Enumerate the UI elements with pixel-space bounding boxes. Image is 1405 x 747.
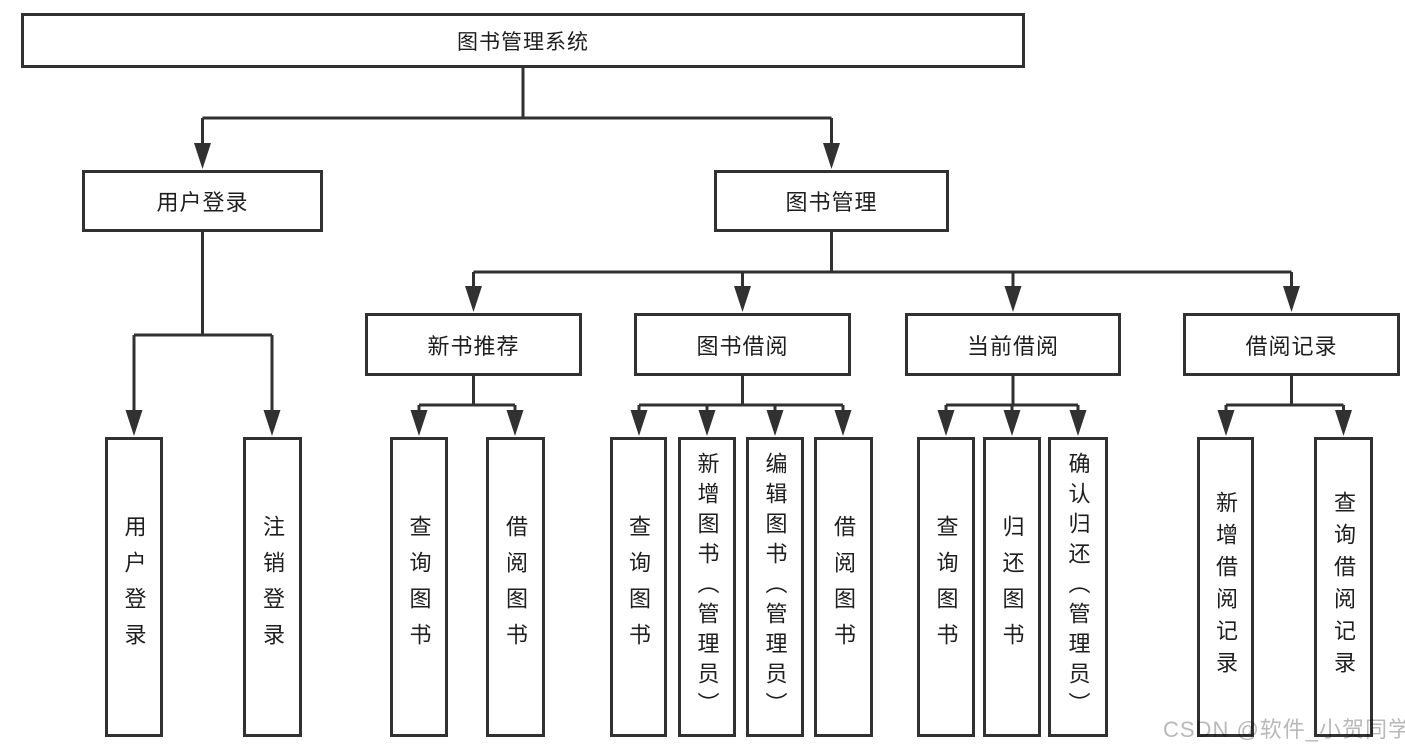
connector-records-to-leaves — [1224, 376, 1345, 417]
leaf-edit-book-admin: 编辑图书（管理员） — [746, 437, 804, 737]
node-new-book-recommend-label: 新书推荐 — [427, 333, 520, 359]
connector-recommend-to-leaves — [417, 376, 517, 417]
leaf-edit-book-admin-label: 编辑图书（管理员） — [762, 452, 788, 722]
node-user-login: 用户登录 — [82, 170, 323, 232]
leaf-add-borrow-record-label: 新增借阅记录 — [1213, 491, 1239, 683]
node-current-borrow: 当前借阅 — [905, 313, 1121, 376]
leaf-query-books-3: 查询图书 — [917, 437, 975, 737]
node-book-borrow-label: 图书借阅 — [696, 333, 789, 359]
leaf-logout-label: 注销登录 — [260, 515, 286, 659]
leaf-return-book: 归还图书 — [983, 437, 1041, 737]
connector-userlogin-to-leaves — [132, 232, 274, 417]
node-current-borrow-label: 当前借阅 — [966, 333, 1059, 359]
leaf-confirm-return-admin-label: 确认归还（管理员） — [1065, 452, 1091, 722]
leaf-query-books-1: 查询图书 — [390, 437, 448, 737]
leaf-borrow-books-2-label: 借阅图书 — [831, 515, 857, 659]
leaf-query-books-2: 查询图书 — [610, 437, 667, 737]
csdn-watermark: CSDN @软件_小贺同学 — [1163, 717, 1405, 742]
leaf-query-borrow-record-label: 查询借阅记录 — [1331, 491, 1357, 683]
leaf-borrow-books-1-label: 借阅图书 — [503, 515, 529, 659]
connector-root-to-level2 — [201, 68, 833, 150]
node-book-borrow: 图书借阅 — [634, 313, 851, 376]
leaf-query-borrow-record: 查询借阅记录 — [1314, 437, 1373, 737]
leaf-add-book-admin: 新增图书（管理员） — [678, 437, 736, 737]
leaf-confirm-return-admin: 确认归还（管理员） — [1048, 437, 1108, 737]
leaf-query-books-1-label: 查询图书 — [406, 515, 432, 659]
node-book-management-label: 图书管理 — [785, 190, 878, 215]
leaf-logout: 注销登录 — [243, 437, 302, 737]
leaf-borrow-books-1: 借阅图书 — [486, 437, 545, 737]
leaf-add-book-admin-label: 新增图书（管理员） — [694, 452, 720, 722]
leaf-user-login-label: 用户登录 — [121, 515, 147, 659]
leaf-user-login: 用户登录 — [105, 437, 163, 737]
connector-current-to-leaves — [944, 376, 1080, 417]
leaf-add-borrow-record: 新增借阅记录 — [1197, 437, 1254, 737]
node-borrow-records-label: 借阅记录 — [1245, 333, 1338, 359]
node-book-management: 图书管理 — [714, 170, 949, 232]
node-library-system-label: 图书管理系统 — [457, 30, 589, 54]
leaf-borrow-books-2: 借阅图书 — [814, 437, 873, 737]
connector-borrow-to-leaves — [637, 376, 845, 417]
node-library-system: 图书管理系统 — [21, 13, 1025, 68]
connector-bookmgmt-to-level3 — [472, 232, 1293, 293]
leaf-query-books-3-label: 查询图书 — [933, 515, 959, 659]
node-borrow-records: 借阅记录 — [1183, 313, 1400, 376]
node-user-login-label: 用户登录 — [156, 190, 249, 215]
leaf-return-book-label: 归还图书 — [999, 515, 1025, 659]
node-new-book-recommend: 新书推荐 — [365, 313, 582, 376]
leaf-query-books-2-label: 查询图书 — [626, 515, 652, 659]
